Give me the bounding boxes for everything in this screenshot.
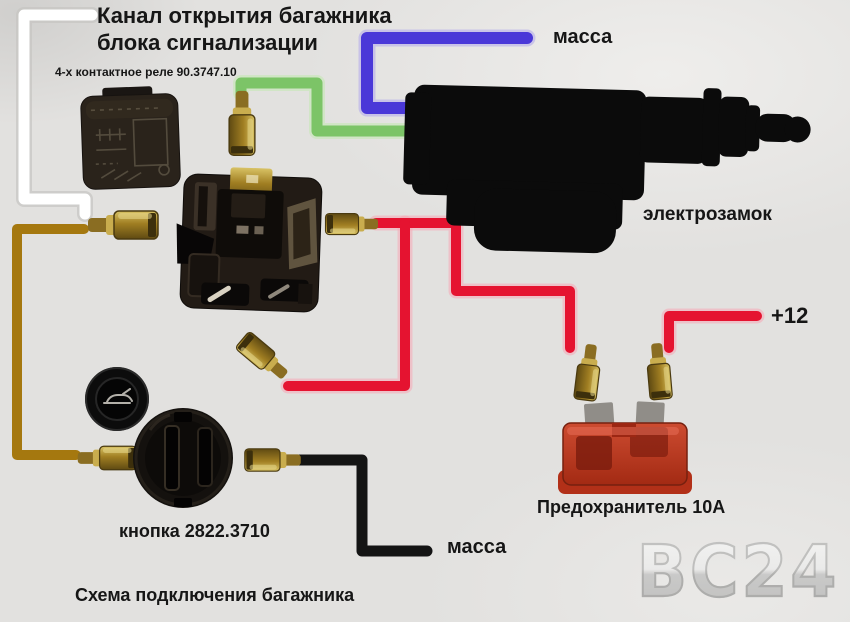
wire-white-signal: [16, 7, 100, 222]
ground-top-label: масса: [553, 26, 613, 48]
title-line-1: Канал открытия багажника: [97, 3, 392, 28]
relay-4pin-label: 4-х контактное реле 90.3747.10: [55, 65, 237, 79]
terminal-connector-button-right: [244, 448, 302, 472]
terminal-connector-relay-right: [324, 212, 379, 236]
watermark: BC24: [633, 527, 843, 618]
button-label: кнопка 2822.3710: [119, 521, 270, 541]
wire-green-actuator: [233, 75, 422, 139]
terminal-connector-button-left: [77, 445, 138, 471]
terminal-connector-fuse-left: [572, 342, 604, 402]
trunk-open-icon: [103, 388, 133, 404]
wire-blue-ground: [358, 29, 536, 117]
terminal-connector-relay-bottom: [234, 330, 293, 385]
title-line-2: блока сигнализации: [97, 30, 318, 55]
actuator-lock: [403, 84, 811, 254]
fuse-label: Предохранитель 10А: [537, 497, 726, 517]
ground-bottom-label: масса: [447, 536, 507, 558]
wire-brown-button: [12, 224, 89, 460]
relay-socket: [176, 167, 323, 313]
trunk-button: [85, 367, 149, 431]
caption: Схема подключения багажника: [75, 585, 355, 605]
terminal-connector-relay-top: [228, 90, 256, 156]
wire-red-power: [280, 215, 765, 394]
fuse-10a: [558, 401, 692, 494]
relay-schematic-marking: [90, 107, 170, 182]
terminal-connector-relay-left: [87, 210, 159, 240]
plus12-label: +12: [771, 303, 809, 328]
page-title: Канал открытия багажника блока сигнализа…: [97, 2, 392, 56]
button-socket: [133, 408, 233, 508]
wire-black-ground: [291, 454, 433, 557]
actuator-label: электрозамок: [643, 204, 772, 225]
relay-4pin: [80, 86, 181, 190]
